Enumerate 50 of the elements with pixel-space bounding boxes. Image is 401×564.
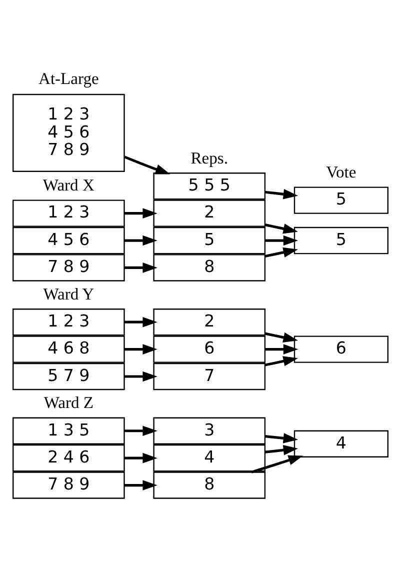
node-box: 7 8 9 [12,254,125,281]
node-box: 5 [294,226,388,254]
arrow [124,262,158,272]
node-box: 1 2 3 [12,308,125,336]
label: Ward X [42,175,94,194]
node-box: 7 [153,362,266,390]
node-box: 4 6 8 [12,335,125,362]
label: Ward Z [44,392,94,412]
arrow [124,208,158,218]
arrow [124,316,158,327]
arrow [124,234,158,246]
node-box: 8 [153,471,266,498]
arrow [264,444,298,455]
node-box: 4 [153,444,266,472]
label: Vote [326,162,356,182]
arrow [124,344,158,354]
arrow [264,356,298,366]
node-box: 4 5 6 [12,226,125,254]
label: Reps. [190,148,228,167]
label: Ward Y [43,284,94,303]
arrow [124,370,158,382]
node-box: 1 3 5 [12,416,125,444]
node-box: 6 [294,335,388,362]
arrow [265,344,298,354]
node-box: 2 [153,308,266,336]
node-box: 6 [153,335,266,362]
arrow [264,223,298,234]
arrow [251,454,304,473]
node-box: 3 [153,416,266,444]
node-box: 7 8 9 [12,471,125,498]
node-box: 5 7 9 [12,362,125,390]
node-box: 5 5 5 [153,172,266,200]
node-box: 2 [153,199,266,226]
label: At-Large [38,68,99,88]
node-box: 4 [294,430,388,457]
arrow [124,425,158,436]
arrow [265,234,298,246]
arrow [124,155,170,174]
node-box: 8 [153,254,266,281]
node-box: 1 2 3 [12,199,125,226]
arrow [264,432,298,443]
node-box: 5 [153,226,266,254]
arrow [264,188,298,199]
arrow [124,452,158,463]
node-box: 5 [294,186,388,214]
arrow [264,332,298,342]
node-box: 1 2 3 4 5 6 7 8 9 [12,93,125,172]
arrow [264,246,298,258]
arrow [124,480,158,490]
node-box: 2 4 6 [12,444,125,472]
